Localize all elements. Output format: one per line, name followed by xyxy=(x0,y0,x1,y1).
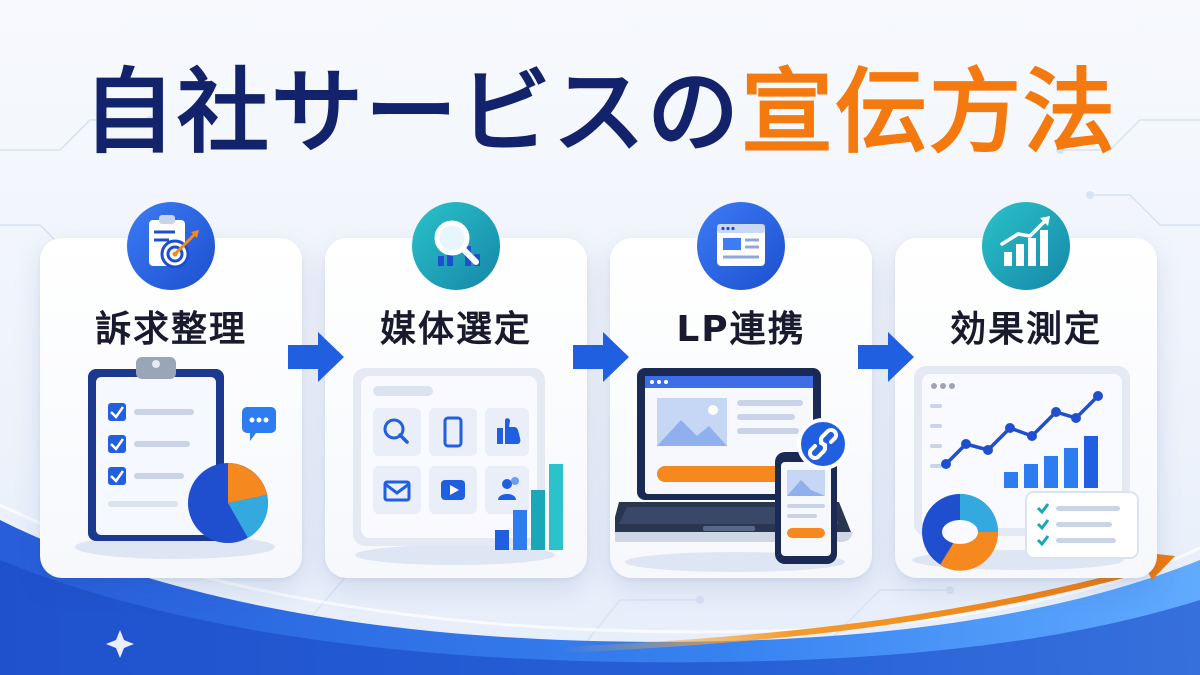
title-part-main: 自社サービスの xyxy=(82,59,741,166)
browser-window-icon xyxy=(697,202,785,290)
step-label-2: 媒体選定 xyxy=(379,309,532,350)
checklist-clipboard-illustration xyxy=(75,357,276,559)
title-part-highlight: 宣伝方法 xyxy=(741,59,1118,166)
media-grid-illustration xyxy=(353,368,563,565)
page-title: 自社サービスの宣伝方法 xyxy=(0,58,1200,168)
step-label-4: 効果測定 xyxy=(949,309,1102,350)
arrow-right-icon xyxy=(573,332,629,382)
growth-chart-icon xyxy=(982,202,1070,290)
arrow-right-icon xyxy=(288,332,344,382)
arrow-right-icon xyxy=(858,332,914,382)
step-label-1: 訴求整理 xyxy=(94,309,247,350)
clipboard-target-icon xyxy=(127,202,215,290)
dashboard-illustration xyxy=(912,366,1139,571)
laptop-phone-illustration xyxy=(615,368,853,572)
step-label-3: LP連携 xyxy=(676,309,806,350)
magnifier-chart-icon xyxy=(412,202,500,290)
